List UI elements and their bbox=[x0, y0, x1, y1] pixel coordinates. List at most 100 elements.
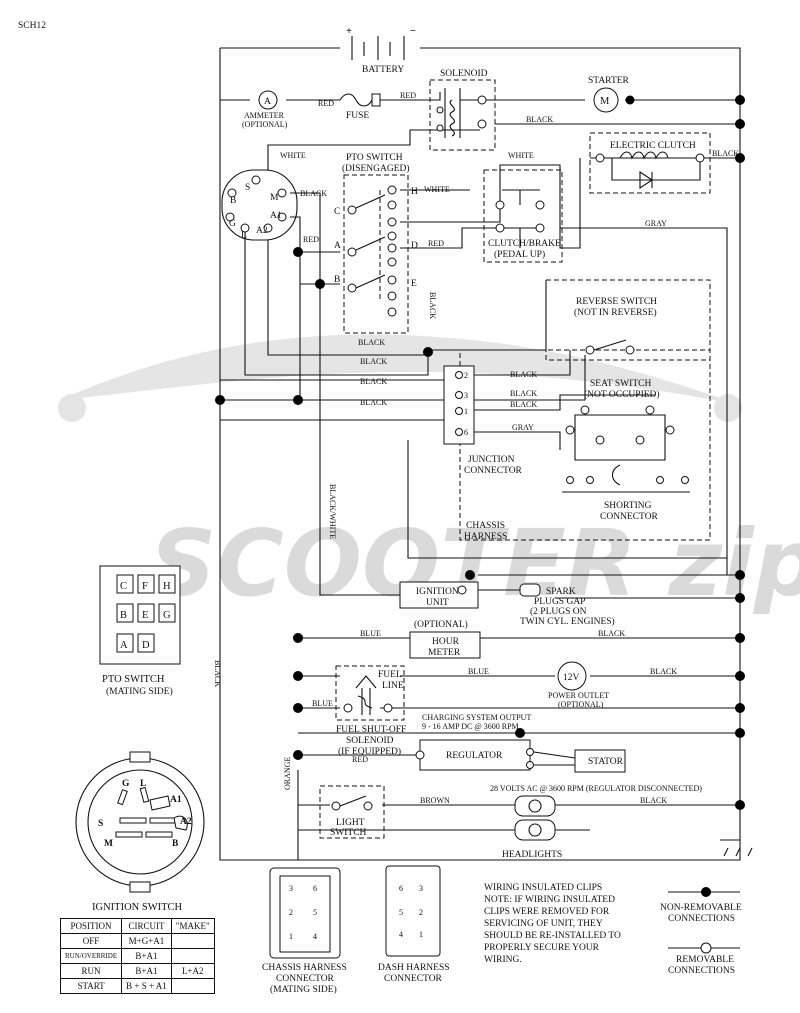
wire-black-4: BLACK bbox=[428, 292, 437, 319]
fuel-solenoid-line-1: FUEL SHUT-OFF bbox=[336, 725, 406, 735]
pto-term-h: H bbox=[411, 187, 418, 197]
starter: M STARTER bbox=[588, 76, 635, 113]
table-cell-position: RUN bbox=[59, 963, 123, 979]
table-cell-circuit: B+A1 bbox=[121, 963, 172, 979]
ignition-unit: IGNITION UNIT SPARK PLUGS GAP (2 PLUGS O… bbox=[399, 581, 615, 627]
note-line-1: NOTE: IF WIRING INSULATED bbox=[484, 895, 615, 905]
ignition-unit-label-2: UNIT bbox=[426, 598, 449, 608]
dash-pin-5: 5 bbox=[399, 908, 403, 917]
chassis-pin-2: 2 bbox=[289, 908, 293, 917]
table-header: CIRCUIT bbox=[121, 918, 172, 934]
table-cell-circuit: B+A1 bbox=[121, 948, 172, 964]
wire-blue-1: BLUE bbox=[360, 629, 381, 638]
page-code: SCH12 bbox=[18, 21, 46, 31]
fuel-line-2: LINE bbox=[382, 681, 404, 691]
ign-term-a1: A1 bbox=[270, 211, 282, 221]
shorting-label-1: SHORTING bbox=[604, 501, 652, 511]
wire-black-14: BLACK bbox=[640, 796, 667, 805]
wire-red-2: RED bbox=[400, 91, 416, 100]
clutch-brake-label: CLUTCH/BRAKE bbox=[488, 239, 561, 249]
pto-plug-a: A bbox=[120, 640, 128, 651]
junction-pin-1: 1 bbox=[464, 407, 468, 416]
pto-plug-sub: (MATING SIDE) bbox=[106, 686, 173, 697]
ign-plug-g: G bbox=[122, 779, 130, 789]
legend-removable-2: CONNECTIONS bbox=[668, 966, 735, 976]
pto-plug-e: E bbox=[142, 610, 148, 621]
ignition-plug: G L A1 S A2 M B IGNITION SWITCH bbox=[75, 751, 205, 913]
table-cell-extra bbox=[170, 933, 215, 949]
ignition-unit-label-1: IGNITION bbox=[416, 587, 459, 597]
wire-black-11: BLACK bbox=[510, 400, 537, 409]
starter-label: STARTER bbox=[588, 76, 630, 86]
table-header: POSITION bbox=[59, 918, 123, 934]
battery: + − BATTERY bbox=[346, 26, 416, 75]
wire-black-13: BLACK bbox=[650, 667, 677, 676]
note-line-5: PROPERLY SECURE YOUR bbox=[484, 943, 600, 953]
wire-brown: BROWN bbox=[420, 796, 450, 805]
chassis-pin-5: 5 bbox=[313, 908, 317, 917]
table-row: START B + S + A1 bbox=[59, 978, 215, 994]
ign-plug-a1: A1 bbox=[170, 795, 182, 805]
table-cell-extra: L+A2 bbox=[170, 963, 215, 979]
table-cell-extra bbox=[170, 948, 215, 964]
dash-pin-6: 6 bbox=[399, 884, 403, 893]
pto-plug-h: H bbox=[163, 581, 171, 592]
ammeter-symbol: A bbox=[264, 97, 271, 107]
fuse-label: FUSE bbox=[346, 111, 369, 121]
hour-meter-optional: (OPTIONAL) bbox=[414, 619, 468, 630]
seat-switch-sub: (NOT OCCUPIED) bbox=[584, 389, 660, 400]
chassis-pin-4: 4 bbox=[313, 932, 317, 941]
table-row: OFF M+G+A1 bbox=[59, 933, 215, 949]
wire-black-9: BLACK bbox=[510, 370, 537, 379]
pto-plug-g: G bbox=[163, 610, 171, 621]
hour-meter: (OPTIONAL) HOUR METER bbox=[409, 619, 481, 659]
wire-black-5: BLACK bbox=[358, 338, 385, 347]
starter-symbol: M bbox=[600, 96, 610, 107]
pto-plug-b: B bbox=[120, 610, 127, 621]
pto-term-e: E bbox=[411, 279, 417, 289]
pto-switch-label: PTO SWITCH bbox=[346, 153, 403, 163]
ign-term-a2: A2 bbox=[256, 226, 268, 236]
chassis-connector: 3 6 2 5 1 4 CHASSIS HARNESS CONNECTOR (M… bbox=[262, 867, 347, 995]
junction-pin-6: 6 bbox=[464, 428, 468, 437]
wire-red-1: RED bbox=[318, 99, 334, 108]
ign-term-l: L bbox=[241, 231, 247, 241]
legend-removable-1: REMOVABLE bbox=[676, 955, 734, 965]
chassis-pin-6: 6 bbox=[313, 884, 317, 893]
wire-black-10: BLACK bbox=[510, 389, 537, 398]
charging-line-1: CHARGING SYSTEM OUTPUT bbox=[422, 713, 531, 722]
table-row: RUN/OVERRIDE B+A1 bbox=[59, 948, 215, 964]
wire-red-4: RED bbox=[428, 239, 444, 248]
pto-plug-f: F bbox=[142, 581, 148, 592]
spark-line-1: SPARK bbox=[546, 587, 576, 597]
pto-term-b: B bbox=[334, 275, 340, 285]
hour-meter-label-2: METER bbox=[428, 648, 461, 658]
dash-pin-3: 3 bbox=[419, 884, 423, 893]
dash-connector-label-1: DASH HARNESS bbox=[378, 963, 450, 973]
spark-line-4: TWIN CYL. ENGINES) bbox=[520, 616, 615, 627]
headlights-label: HEADLIGHTS bbox=[502, 850, 562, 860]
wire-blue-3: BLUE bbox=[312, 699, 333, 708]
wire-black-15: BLACK bbox=[213, 660, 222, 687]
battery-plus: + bbox=[346, 26, 352, 37]
fuel-solenoid-line-3: (IF EQUIPPED) bbox=[338, 746, 401, 757]
wire-orange: ORANGE bbox=[283, 757, 292, 790]
chassis-pin-1: 1 bbox=[289, 932, 293, 941]
connection-dots bbox=[215, 95, 745, 810]
note-line-4: SHOULD BE RE-INSTALLED TO bbox=[484, 931, 621, 941]
ign-plug-title: IGNITION SWITCH bbox=[92, 902, 183, 913]
fuel-solenoid: FUEL LINE FUEL SHUT-OFF SOLENOID (IF EQU… bbox=[335, 665, 406, 757]
dash-pin-4: 4 bbox=[399, 930, 403, 939]
spark-line-2: PLUGS GAP bbox=[534, 597, 585, 607]
ign-plug-b: B bbox=[172, 839, 179, 849]
legend: NON-REMOVABLE CONNECTIONS REMOVABLE CONN… bbox=[660, 887, 742, 976]
table-header: "MAKE" bbox=[170, 918, 215, 934]
ign-plug-a2: A2 bbox=[180, 817, 192, 827]
regulator: CHARGING SYSTEM OUTPUT 9 - 16 AMP DC @ 3… bbox=[419, 713, 702, 793]
table-row: RUN B+A1 L+A2 bbox=[59, 963, 215, 979]
power-outlet-symbol: 12V bbox=[563, 673, 580, 683]
fuel-line-1: FUEL bbox=[378, 670, 402, 680]
wire-white-2: WHITE bbox=[280, 151, 306, 160]
note-title: WIRING INSULATED CLIPS bbox=[484, 883, 602, 893]
legend-nonremovable-2: CONNECTIONS bbox=[668, 914, 735, 924]
